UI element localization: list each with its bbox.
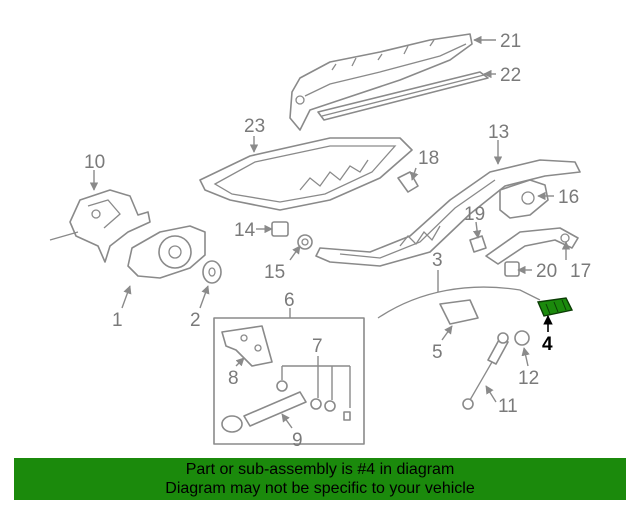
part-21-bracket bbox=[289, 33, 473, 131]
part-2-washer bbox=[202, 260, 222, 284]
part-10-latch bbox=[49, 189, 151, 263]
part-4-actuator bbox=[536, 297, 574, 317]
callout-10: 10 bbox=[84, 152, 105, 173]
callout-20: 20 bbox=[536, 261, 557, 282]
callout-13: 13 bbox=[488, 122, 509, 143]
callout-6: 6 bbox=[284, 290, 295, 311]
callout-3: 3 bbox=[432, 250, 443, 271]
part-7-fasteners bbox=[276, 380, 351, 421]
callout-14: 14 bbox=[234, 220, 256, 241]
part-12-grommet bbox=[514, 330, 530, 346]
callout-15: 15 bbox=[264, 262, 285, 283]
callout-9: 9 bbox=[292, 430, 303, 451]
part-1-motor bbox=[127, 225, 206, 279]
callout-7-leaders bbox=[281, 356, 351, 408]
callout-5: 5 bbox=[432, 342, 443, 363]
part-20-clip bbox=[504, 261, 520, 277]
callout-8: 8 bbox=[228, 368, 239, 389]
part-14-clip bbox=[271, 221, 289, 237]
callout-19: 19 bbox=[464, 204, 485, 225]
part-11-strut bbox=[462, 332, 509, 410]
callout-12: 12 bbox=[518, 368, 539, 389]
parts-diagram: 21 22 23 13 10 18 16 19 14 15 17 20 3 1 … bbox=[49, 31, 591, 451]
callout-18: 18 bbox=[418, 148, 439, 169]
part-16-bracket bbox=[499, 179, 549, 219]
callout-21: 21 bbox=[500, 31, 521, 52]
callout-leaders bbox=[89, 35, 571, 429]
banner-line-2: Diagram may not be specific to your vehi… bbox=[165, 480, 475, 497]
banner-line-1: Part or sub-assembly is #4 in diagram bbox=[185, 461, 455, 478]
callout-23: 23 bbox=[244, 116, 265, 137]
callout-16: 16 bbox=[558, 187, 579, 208]
callout-1: 1 bbox=[112, 310, 123, 331]
part-13-hinge-arm bbox=[315, 159, 581, 267]
part-15-bolt bbox=[297, 234, 313, 250]
part-8-plate bbox=[221, 325, 273, 367]
callout-11: 11 bbox=[498, 396, 518, 417]
info-banner: Part or sub-assembly is #4 in diagram Di… bbox=[14, 458, 626, 500]
part-3-cable bbox=[377, 286, 541, 319]
callout-2: 2 bbox=[190, 310, 201, 331]
callout-4: 4 bbox=[542, 334, 553, 355]
part-18-pin bbox=[397, 171, 419, 193]
callout-17: 17 bbox=[570, 261, 591, 282]
part-19-bumper bbox=[469, 235, 487, 253]
part-5-block bbox=[439, 299, 479, 325]
callout-7: 7 bbox=[312, 336, 323, 357]
part-23-panel bbox=[199, 137, 413, 211]
callout-22: 22 bbox=[500, 65, 521, 86]
part-9-rod bbox=[221, 391, 307, 433]
part-17-link bbox=[485, 227, 579, 265]
